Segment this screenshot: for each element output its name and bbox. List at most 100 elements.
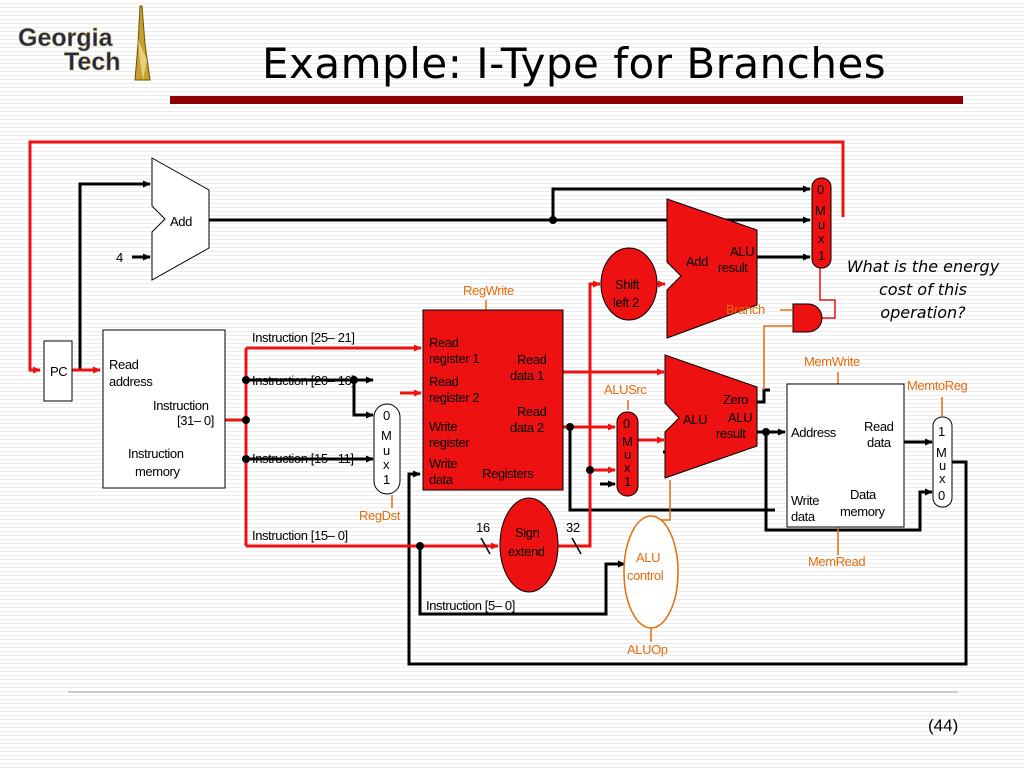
- svg-text:ALU: ALU: [728, 410, 752, 425]
- red-wires: [28, 140, 845, 550]
- svg-text:data: data: [791, 509, 816, 524]
- svg-text:result: result: [716, 426, 746, 441]
- signal-memread: MemRead: [808, 554, 865, 569]
- alusrc-mux: 0 M u x 1: [616, 411, 639, 497]
- svg-text:0: 0: [623, 416, 630, 431]
- shift-left-unit: Shift left 2: [600, 247, 658, 321]
- svg-text:register: register: [429, 435, 470, 450]
- svg-text:0: 0: [938, 488, 945, 503]
- svg-text:data: data: [867, 435, 892, 450]
- svg-text:Read: Read: [429, 335, 459, 350]
- svg-text:register 2: register 2: [429, 390, 479, 405]
- alu-control-unit: ALU control: [623, 515, 679, 629]
- constant-four: 4: [116, 250, 123, 265]
- svg-text:x: x: [818, 231, 825, 246]
- signal-memtoreg: MemtoReg: [907, 378, 968, 393]
- pc-label: PC: [50, 364, 67, 379]
- svg-text:address: address: [109, 374, 153, 389]
- georgia-tech-logo: Georgia Tech: [18, 5, 151, 81]
- svg-text:u: u: [939, 458, 946, 473]
- svg-text:result: result: [718, 260, 748, 275]
- svg-text:[31– 0]: [31– 0]: [177, 413, 214, 428]
- svg-text:0: 0: [383, 408, 390, 423]
- svg-text:Write: Write: [429, 456, 457, 471]
- pcsrc-mux: 0 M u x 1: [811, 177, 832, 269]
- svg-text:Read: Read: [864, 419, 894, 434]
- svg-text:x: x: [624, 460, 631, 475]
- svg-text:1: 1: [624, 474, 631, 489]
- svg-text:Instruction: Instruction: [153, 398, 209, 413]
- branch-adder: Add ALU result: [666, 198, 758, 339]
- energy-question-note: What is the energy cost of this operatio…: [846, 257, 1000, 322]
- svg-text:x: x: [383, 457, 390, 472]
- svg-text:memory: memory: [135, 464, 180, 479]
- svg-text:M: M: [815, 203, 825, 218]
- svg-text:Shift: Shift: [615, 277, 640, 292]
- svg-text:memory: memory: [840, 504, 885, 519]
- svg-text:register 1: register 1: [429, 351, 479, 366]
- svg-text:ALU: ALU: [683, 412, 707, 427]
- svg-text:Instruction: Instruction: [128, 446, 184, 461]
- svg-text:Read: Read: [517, 352, 547, 367]
- logo-line-tech: Tech: [64, 48, 121, 76]
- svg-text:ALU: ALU: [730, 244, 754, 259]
- svg-text:data: data: [429, 472, 454, 487]
- svg-text:u: u: [818, 217, 825, 232]
- data-memory: Address Read data Write data Data memory: [786, 383, 905, 528]
- svg-text:u: u: [624, 447, 631, 462]
- svg-text:Read: Read: [109, 357, 139, 372]
- svg-text:u: u: [383, 443, 390, 458]
- slide-title: Example: I-Type for Branches: [262, 39, 887, 88]
- branch-and-gate: [792, 303, 823, 333]
- field-15-0: Instruction [15– 0]: [252, 528, 348, 543]
- svg-text:Read: Read: [517, 404, 547, 419]
- sign-extend-unit: Sign extend: [499, 497, 559, 593]
- svg-text:1: 1: [818, 248, 825, 263]
- register-file: Read register 1 Read register 2 Write re…: [422, 309, 564, 491]
- field-25-21: Instruction [25– 21]: [252, 330, 355, 345]
- title-underline-bar: [170, 96, 963, 104]
- svg-text:Write: Write: [791, 493, 819, 508]
- width-32: 32: [566, 520, 580, 535]
- svg-text:x: x: [939, 471, 946, 486]
- bus-width-marks: [480, 537, 582, 555]
- field-20-16: Instruction [20– 16]: [252, 373, 355, 388]
- signal-branch: Branch: [726, 302, 765, 317]
- memtoreg-mux: 1 M u x 0: [932, 416, 953, 508]
- svg-text:M: M: [381, 428, 391, 443]
- main-alu: ALU Zero ALU result: [664, 354, 758, 479]
- svg-text:ALU: ALU: [636, 550, 660, 565]
- logo-line-georgia: Georgia: [18, 24, 114, 52]
- svg-text:data 1: data 1: [510, 368, 544, 383]
- regdst-mux: 0 M u x 1: [373, 403, 401, 495]
- signal-memwrite: MemWrite: [804, 354, 860, 369]
- junction-dots: [242, 216, 770, 550]
- pc-adder: Add: [151, 157, 210, 281]
- svg-text:1: 1: [938, 424, 945, 439]
- svg-text:Sign: Sign: [515, 525, 540, 540]
- width-16: 16: [476, 520, 490, 535]
- svg-text:Registers: Registers: [482, 466, 534, 481]
- field-15-11: Instruction [15– 11]: [252, 451, 354, 466]
- svg-text:0: 0: [817, 182, 824, 197]
- svg-text:left 2: left 2: [613, 295, 639, 310]
- signal-aluop: ALUOp: [627, 642, 668, 657]
- svg-text:Address: Address: [791, 425, 837, 440]
- field-5-0: Instruction [5– 0]: [426, 598, 515, 613]
- pc-register: PC: [43, 340, 73, 402]
- footer-divider: [68, 691, 958, 693]
- svg-text:M: M: [622, 434, 632, 449]
- pc-adder-label: Add: [170, 214, 192, 229]
- svg-text:M: M: [936, 445, 946, 460]
- svg-text:control: control: [627, 568, 664, 583]
- signal-alusrc: ALUSrc: [604, 382, 647, 397]
- svg-text:Add: Add: [686, 254, 708, 269]
- svg-text:data 2: data 2: [510, 420, 544, 435]
- svg-text:extend: extend: [508, 544, 545, 559]
- page-number: (44): [928, 716, 959, 735]
- svg-text:Zero: Zero: [723, 392, 748, 407]
- svg-text:Data: Data: [850, 487, 877, 502]
- svg-text:Write: Write: [429, 419, 457, 434]
- svg-text:Read: Read: [429, 374, 459, 389]
